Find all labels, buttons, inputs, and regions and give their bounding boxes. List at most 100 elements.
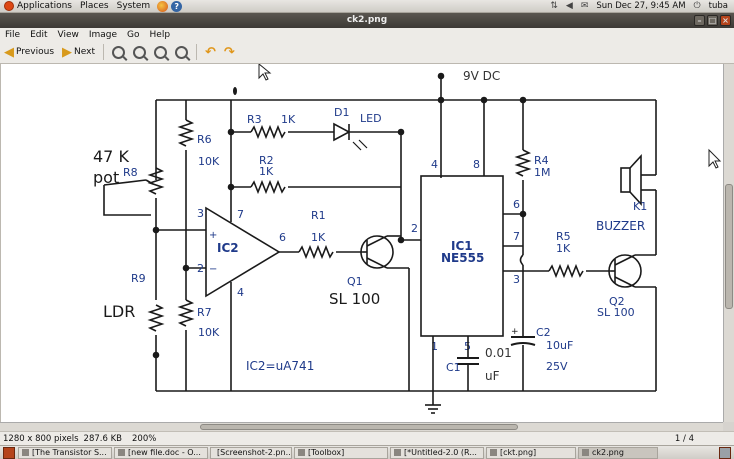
zoom-normal-icon[interactable] [154, 45, 168, 59]
show-desktop-icon[interactable] [3, 446, 15, 459]
q2-transistor-symbol [608, 254, 642, 288]
zoom-level: 200% [132, 433, 157, 444]
task-transistor[interactable]: [The Transistor S... [18, 446, 112, 459]
zoom-fit-icon[interactable] [175, 45, 189, 59]
d1-label: D1 [334, 106, 349, 119]
c1-unit: uF [485, 369, 500, 383]
system-tray: ⇅ ◀ ✉ Sun Dec 27, 9:45 AM ⏻ tuba [550, 1, 734, 11]
menu-view[interactable]: View [57, 29, 79, 40]
mail-icon[interactable]: ✉ [580, 1, 589, 11]
user-name[interactable]: tuba [708, 1, 728, 11]
task-ck2[interactable]: ck2.png [578, 446, 658, 459]
ubuntu-logo-icon [4, 1, 14, 11]
window-titlebar[interactable]: ck2.png – □ × [0, 13, 734, 28]
r6-label: R6 [197, 133, 212, 146]
ic2-pin4: 4 [237, 286, 244, 299]
trash-icon[interactable] [719, 446, 731, 459]
volume-icon[interactable]: ◀ [565, 1, 573, 11]
ic2-pin2: 2 [197, 262, 204, 275]
toolbar-separator [103, 44, 105, 60]
zoom-in-icon[interactable] [112, 45, 126, 59]
r4-label: R4 [534, 154, 549, 167]
ldr-r9-symbol [147, 304, 165, 332]
file-size: 287.6 KB [83, 433, 122, 444]
buzzer-k1-symbol [620, 167, 631, 193]
rotate-right-icon[interactable]: ↷ [223, 44, 235, 60]
menu-edit[interactable]: Edit [30, 29, 48, 40]
help-icon[interactable]: ? [171, 0, 183, 12]
next-label: Next [74, 47, 96, 57]
previous-label: Previous [16, 47, 55, 57]
applications-menu[interactable]: Applications [0, 0, 76, 13]
task-label: [Screenshot-2.pn... [217, 448, 292, 457]
ic1-pin2: 2 [411, 222, 418, 235]
r1-symbol [298, 244, 334, 260]
task-untitled[interactable]: [*Untitled-2.0 (R... [390, 446, 484, 459]
r6-value: 10K [198, 155, 220, 168]
previous-button[interactable]: ◀ Previous [0, 42, 58, 63]
top-panel: Applications Places System ? ⇅ ◀ ✉ Sun D… [0, 0, 734, 13]
menu-help[interactable]: Help [149, 29, 171, 40]
c2-label: C2 [536, 326, 551, 339]
task-label: [ckt.png] [500, 448, 537, 457]
task-new-file[interactable]: [new file.doc - O... [114, 446, 208, 459]
places-label: Places [79, 1, 109, 11]
task-label: [The Transistor S... [32, 448, 107, 457]
arrow-right-icon: ▶ [62, 44, 73, 60]
places-menu[interactable]: Places [76, 0, 113, 13]
window-icon [490, 449, 497, 456]
power-icon[interactable]: ⏻ [693, 1, 701, 11]
maximize-button[interactable]: □ [707, 15, 718, 26]
arrow-left-icon: ◀ [4, 44, 14, 60]
circuit-schematic: 9V DC 47 K pot R8 R9 LDR R6 10K R7 10K [93, 64, 722, 414]
ic1-part-label: NE555 [441, 251, 484, 265]
supply-label: 9V DC [463, 69, 500, 83]
ic1-pin3: 3 [513, 273, 520, 286]
task-label: [Toolbox] [308, 448, 345, 457]
ic2-note: IC2=uA741 [246, 359, 314, 373]
c2-voltage: 25V [546, 360, 568, 373]
task-label: ck2.png [592, 448, 624, 457]
ic1-pin6: 6 [513, 198, 520, 211]
system-menu[interactable]: System [113, 0, 155, 13]
zoom-out-icon[interactable] [133, 45, 147, 59]
r7-symbol [177, 299, 195, 327]
menu-file[interactable]: File [5, 29, 21, 40]
firefox-icon[interactable] [157, 0, 169, 12]
task-ckt[interactable]: [ckt.png] [486, 446, 576, 459]
system-label: System [116, 1, 151, 11]
vertical-scroll-thumb[interactable] [725, 184, 733, 309]
ic1-ne555-symbol [420, 175, 504, 337]
menu-image[interactable]: Image [88, 29, 118, 40]
r8-label: R8 [123, 166, 138, 179]
toolbar-separator-2 [196, 44, 198, 60]
close-button[interactable]: × [720, 15, 731, 26]
r7-label: R7 [197, 306, 212, 319]
horizontal-scrollbar[interactable] [0, 422, 723, 431]
ic1-pin1: 1 [431, 340, 438, 353]
r5-label: R5 [556, 230, 571, 243]
window-icon [22, 449, 29, 456]
task-label: [*Untitled-2.0 (R... [404, 448, 477, 457]
horizontal-scroll-thumb[interactable] [200, 424, 518, 430]
menubar: File Edit View Image Go Help [0, 28, 734, 41]
window-icon [582, 449, 589, 456]
ic2-minus: − [209, 264, 217, 275]
vertical-scrollbar[interactable] [723, 64, 734, 422]
clock[interactable]: Sun Dec 27, 9:45 AM [596, 1, 686, 11]
r4-value: 1M [534, 166, 551, 179]
task-screenshot[interactable]: [Screenshot-2.pn... [210, 446, 292, 459]
next-button[interactable]: ▶ Next [58, 42, 99, 63]
ic2-pin6: 6 [279, 231, 286, 244]
window-title: ck2.png [346, 15, 388, 25]
q2-label: Q2 [609, 295, 625, 308]
image-viewer[interactable]: 9V DC 47 K pot R8 R9 LDR R6 10K R7 10K [0, 64, 723, 422]
rotate-left-icon[interactable]: ↶ [205, 44, 216, 60]
minimize-button[interactable]: – [694, 15, 705, 26]
c1-label: C1 [446, 361, 461, 374]
r2-label: R2 [259, 154, 274, 167]
task-toolbox[interactable]: [Toolbox] [294, 446, 388, 459]
network-icon[interactable]: ⇅ [550, 1, 558, 11]
menu-go[interactable]: Go [127, 29, 140, 40]
r5-symbol [548, 263, 584, 279]
